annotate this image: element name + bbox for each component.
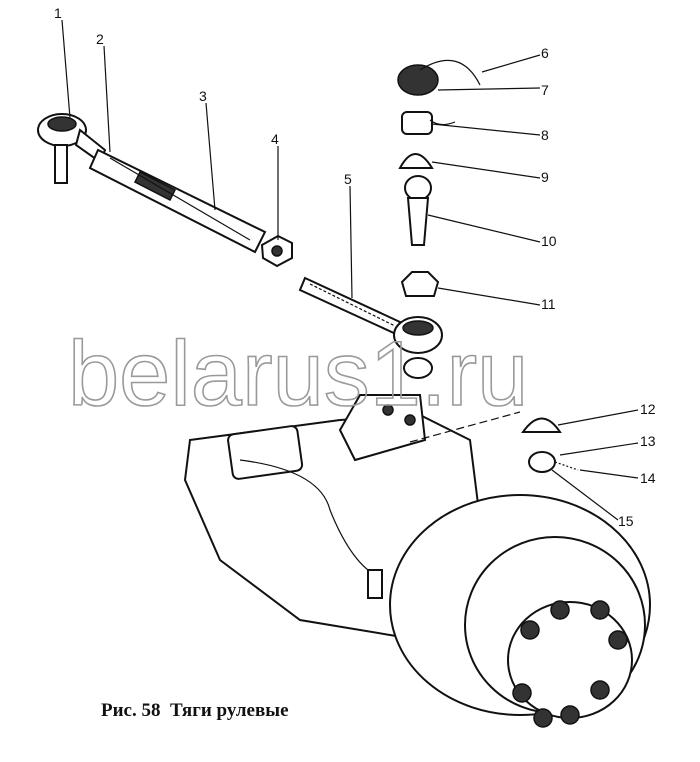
callout-10: 10: [541, 233, 557, 249]
nut-4: [260, 234, 293, 268]
cap-and-nut: [521, 417, 579, 473]
callout-13: 13: [640, 433, 656, 449]
front-axle-housing: [183, 357, 651, 728]
callout-numbers: 1 2 3 4 5 6 7 8 9 10 11 12 13 14 15: [54, 5, 656, 529]
watermark: belarus1.ru: [68, 323, 528, 425]
rod-5: [298, 276, 443, 354]
callout-15: 15: [618, 513, 634, 529]
callout-5: 5: [344, 171, 352, 187]
callout-leaders: [61, 19, 639, 521]
callout-4: 4: [271, 131, 279, 147]
callout-11: 11: [541, 296, 556, 312]
callout-3: 3: [199, 88, 207, 104]
callout-7: 7: [541, 82, 549, 98]
ball-joint-parts: [397, 59, 481, 297]
callout-1: 1: [54, 5, 62, 21]
tie-rod-tube: [88, 148, 267, 254]
callout-2: 2: [96, 31, 104, 47]
tie-rod-end: [37, 113, 107, 184]
callout-8: 8: [541, 127, 549, 143]
callout-9: 9: [541, 169, 549, 185]
callout-14: 14: [640, 470, 656, 486]
figure-caption: Рис. 58 Тяги рулевые: [101, 700, 289, 721]
callout-6: 6: [541, 45, 549, 61]
callout-12: 12: [640, 401, 656, 417]
